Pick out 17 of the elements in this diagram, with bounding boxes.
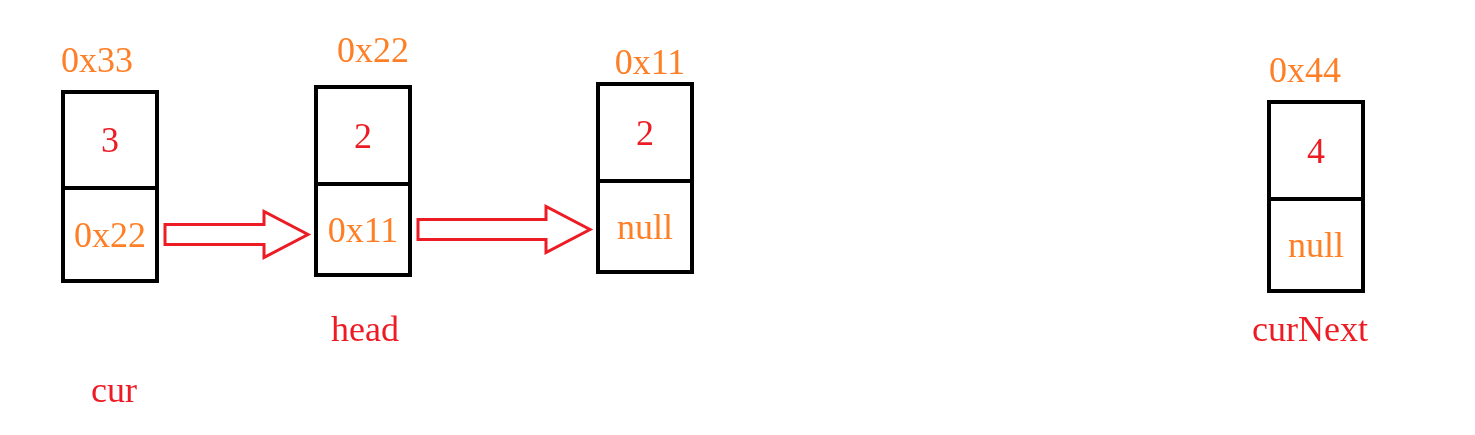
pointer-compartment: 0x22: [65, 190, 155, 279]
variable-name-label: head: [331, 311, 399, 347]
address-label: 0x11: [614, 44, 686, 80]
value-compartment: 3: [65, 94, 155, 190]
address-label: 0x22: [337, 32, 409, 68]
value-compartment: 2: [318, 89, 408, 186]
address-label: 0x33: [61, 42, 133, 78]
pointer-compartment: 0x11: [318, 186, 408, 273]
hollow-arrow: [416, 204, 594, 255]
address-label: 0x44: [1269, 52, 1341, 88]
pointer-compartment: null: [1271, 201, 1361, 289]
variable-name-label: curNext: [1252, 311, 1368, 347]
value-compartment: 2: [600, 86, 690, 183]
hollow-arrow: [163, 209, 312, 260]
pointer-compartment: null: [600, 183, 690, 270]
value-compartment: 4: [1271, 104, 1361, 201]
variable-name-label: cur: [91, 372, 137, 408]
